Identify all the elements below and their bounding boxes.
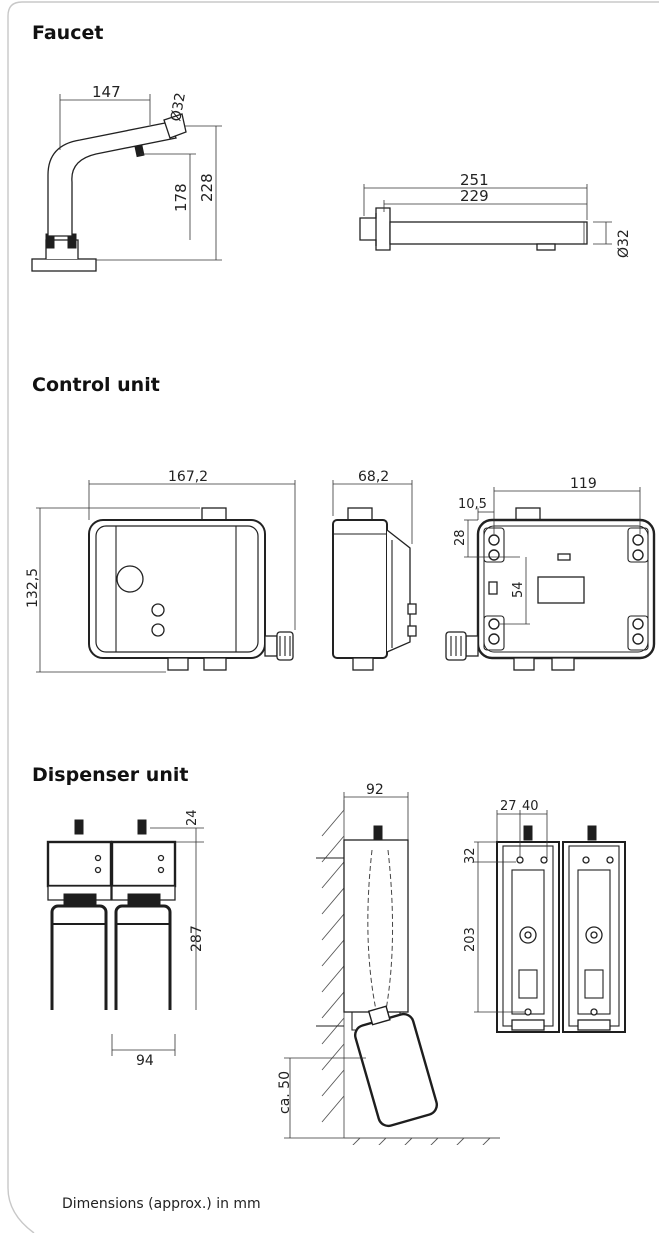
dim-faucet-length-1: 251 — [460, 171, 489, 189]
section-title-faucet: Faucet — [32, 22, 104, 44]
dim-faucet-length-2: 229 — [460, 187, 489, 205]
section-title-dispenser-unit: Dispenser unit — [32, 764, 189, 786]
units-note: Dimensions (approx.) in mm — [62, 1196, 261, 1212]
dim-dispenser-top: 24 — [185, 809, 200, 826]
dim-dispenser-back-b: 40 — [522, 799, 539, 814]
dim-dispenser-back-a: 27 — [500, 799, 517, 814]
dim-faucet-reach: 147 — [92, 83, 121, 101]
dim-control-back-spacing: 54 — [511, 581, 526, 598]
dim-dispenser-floor-clearance: ca. 50 — [277, 1071, 293, 1114]
dim-faucet-diameter: Ø32 — [168, 92, 189, 123]
dispenser-front-width-dim: 94 — [111, 1034, 176, 1069]
control-unit-front-view: 167,2 132,5 — [25, 469, 296, 673]
dim-control-back-top: 28 — [453, 529, 468, 546]
dim-dispenser-back-top: 32 — [463, 847, 478, 864]
dim-control-back-width: 119 — [570, 476, 597, 492]
dispenser-side-view: 92 ca. 50 — [277, 782, 500, 1145]
dim-dispenser-back-height: 203 — [463, 927, 478, 952]
dim-faucet-height-2: 228 — [198, 173, 216, 202]
dim-dispenser-height: 287 — [189, 925, 205, 952]
dispenser-front-view: 287 24 — [46, 809, 205, 1010]
dim-control-back-offset: 10,5 — [458, 497, 487, 512]
dim-control-height: 132,5 — [25, 568, 41, 608]
control-unit-side-view: 68,2 — [332, 469, 417, 671]
dim-dispenser-depth: 92 — [366, 782, 384, 798]
dim-control-width: 167,2 — [168, 469, 208, 485]
dim-control-depth: 68,2 — [358, 469, 389, 485]
section-title-control-unit: Control unit — [32, 374, 160, 396]
dim-faucet-top-diameter: Ø32 — [616, 229, 632, 258]
control-unit-back-view: 119 10,5 28 54 — [445, 476, 656, 671]
faucet-top-view: 251 229 Ø32 — [359, 171, 632, 258]
dim-dispenser-width: 94 — [136, 1053, 154, 1069]
faucet-side-view: 147 Ø32 178 228 — [31, 83, 222, 272]
dim-faucet-height-1: 178 — [172, 183, 190, 212]
dispenser-back-view: 27 40 32 203 — [463, 799, 626, 1033]
